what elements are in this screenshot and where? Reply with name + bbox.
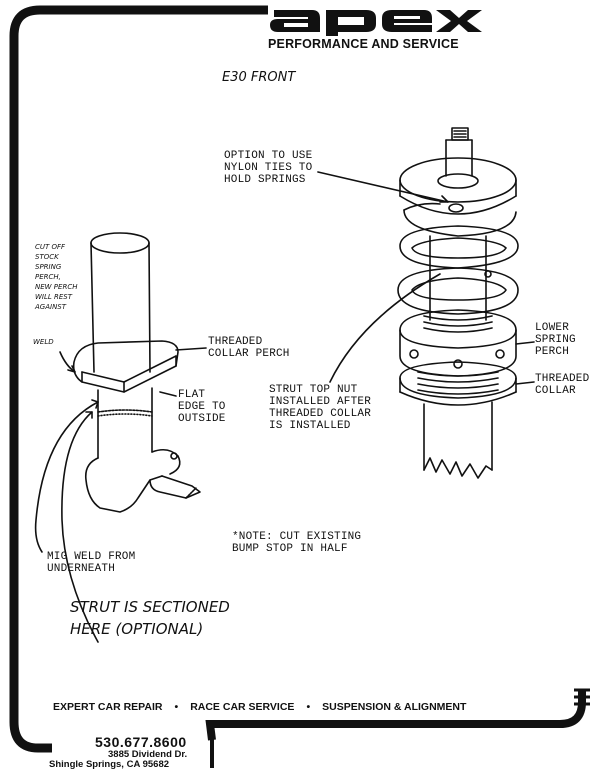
- label-flat-edge: FLAT EDGE TO OUTSIDE: [178, 389, 226, 425]
- service-expert-repair: EXPERT CAR REPAIR: [53, 701, 163, 713]
- diagram-title: E30 FRONT: [222, 70, 296, 85]
- threaded-collar-body: [399, 361, 517, 479]
- strut-tube: [90, 232, 151, 373]
- label-cut-off-perch: CUT OFF STOCK SPRING PERCH, NEW PERCH WI…: [35, 243, 78, 311]
- strut-lower-body: [84, 387, 201, 513]
- inner-body: [423, 235, 493, 333]
- shaft: [445, 127, 473, 177]
- coil-spring: [397, 202, 519, 315]
- label-threaded-collar: THREADED COLLAR: [535, 373, 590, 397]
- label-strut-top-nut: STRUT TOP NUT INSTALLED AFTER THREADED C…: [269, 384, 372, 432]
- collar-perch-plate: [72, 340, 179, 393]
- phone-number: 530.677.8600: [95, 734, 187, 750]
- separator-dot: •: [306, 701, 311, 713]
- label-weld: WELD: [33, 338, 54, 346]
- label-strut-sectioned: STRUT IS SECTIONED HERE (OPTIONAL): [70, 598, 230, 638]
- label-lower-spring-perch: LOWER SPRING PERCH: [535, 322, 576, 358]
- label-threaded-collar-perch: THREADED COLLAR PERCH: [208, 336, 290, 360]
- service-race-car: RACE CAR SERVICE: [190, 701, 295, 713]
- label-bump-stop-note: *NOTE: CUT EXISTING BUMP STOP IN HALF: [232, 531, 362, 555]
- address-street: 3885 Dividend Dr.: [108, 749, 188, 760]
- address-city: Shingle Springs, CA 95682: [49, 759, 170, 770]
- top-spring-cap: [399, 157, 517, 215]
- label-nylon-ties: OPTION TO USE NYLON TIES TO HOLD SPRINGS: [224, 150, 313, 186]
- separator-dot: •: [174, 701, 179, 713]
- service-suspension: SUSPENSION & ALIGNMENT: [322, 701, 467, 713]
- label-mig-weld: MIG WELD FROM UNDERNEATH: [47, 551, 136, 575]
- apex-logo: [270, 10, 482, 36]
- services-bar: EXPERT CAR REPAIR • RACE CAR SERVICE • SUSPE…: [53, 701, 466, 713]
- tagline: PERFORMANCE AND SERVICE: [268, 37, 459, 51]
